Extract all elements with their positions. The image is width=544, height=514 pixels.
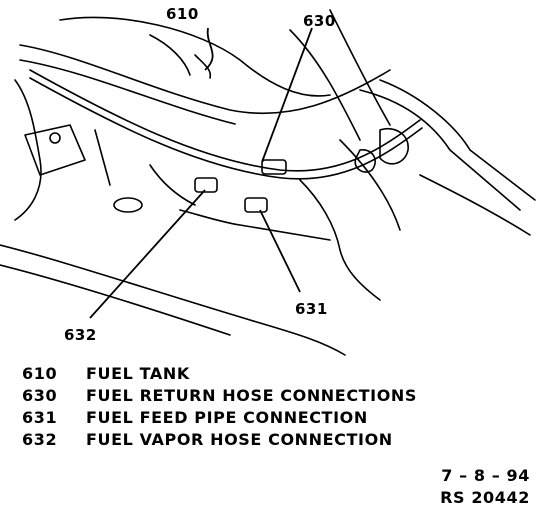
floor-contour	[149, 164, 196, 206]
callout-610: 610	[166, 5, 199, 23]
callout-632: 632	[64, 326, 97, 344]
legend-number: 630	[22, 386, 58, 405]
floor-contour	[0, 264, 231, 336]
floor-contour	[299, 179, 381, 301]
fuel-tank-outline	[59, 16, 331, 97]
figure-reference: RS 20442	[440, 488, 530, 507]
frame-rail	[339, 139, 401, 231]
body-contour	[19, 59, 236, 125]
floor-contour	[419, 174, 531, 236]
body-contour	[19, 44, 391, 115]
legend-number: 631	[22, 408, 58, 427]
floor-contour	[179, 209, 331, 241]
callout-630: 630	[303, 12, 336, 30]
legend-text: FUEL VAPOR HOSE CONNECTION	[86, 430, 393, 449]
connector-detail	[354, 149, 376, 173]
leader-631	[259, 209, 301, 293]
fuel-pipe	[29, 77, 423, 180]
bracket	[94, 129, 111, 186]
floor-contour	[0, 244, 346, 356]
fuel-tank-illustration	[0, 9, 536, 356]
connector-630	[261, 159, 287, 175]
connector-632	[194, 177, 218, 193]
fuel-pipe	[289, 29, 361, 141]
legend-text: FUEL TANK	[86, 364, 190, 383]
legend-text: FUEL FEED PIPE CONNECTION	[86, 408, 368, 427]
frame-rail	[359, 89, 521, 211]
fuel-pipe	[329, 9, 391, 126]
leader-610	[204, 27, 214, 71]
legend-number: 632	[22, 430, 58, 449]
connector-631	[244, 197, 268, 213]
legend-number: 610	[22, 364, 58, 383]
legend-text: FUEL RETURN HOSE CONNECTIONS	[86, 386, 418, 405]
fuel-pipe	[29, 69, 421, 172]
leader-630	[261, 27, 313, 163]
leader-632	[89, 189, 206, 319]
callout-631: 631	[295, 300, 328, 318]
bracket	[24, 124, 86, 176]
frame-rail	[379, 79, 536, 201]
oval-hole	[113, 197, 143, 213]
body-contour	[14, 79, 42, 221]
bolt	[49, 132, 61, 144]
figure-date: 7 – 8 – 94	[441, 466, 530, 485]
fuel-tank-outline	[149, 34, 191, 76]
connector-detail	[379, 128, 409, 165]
